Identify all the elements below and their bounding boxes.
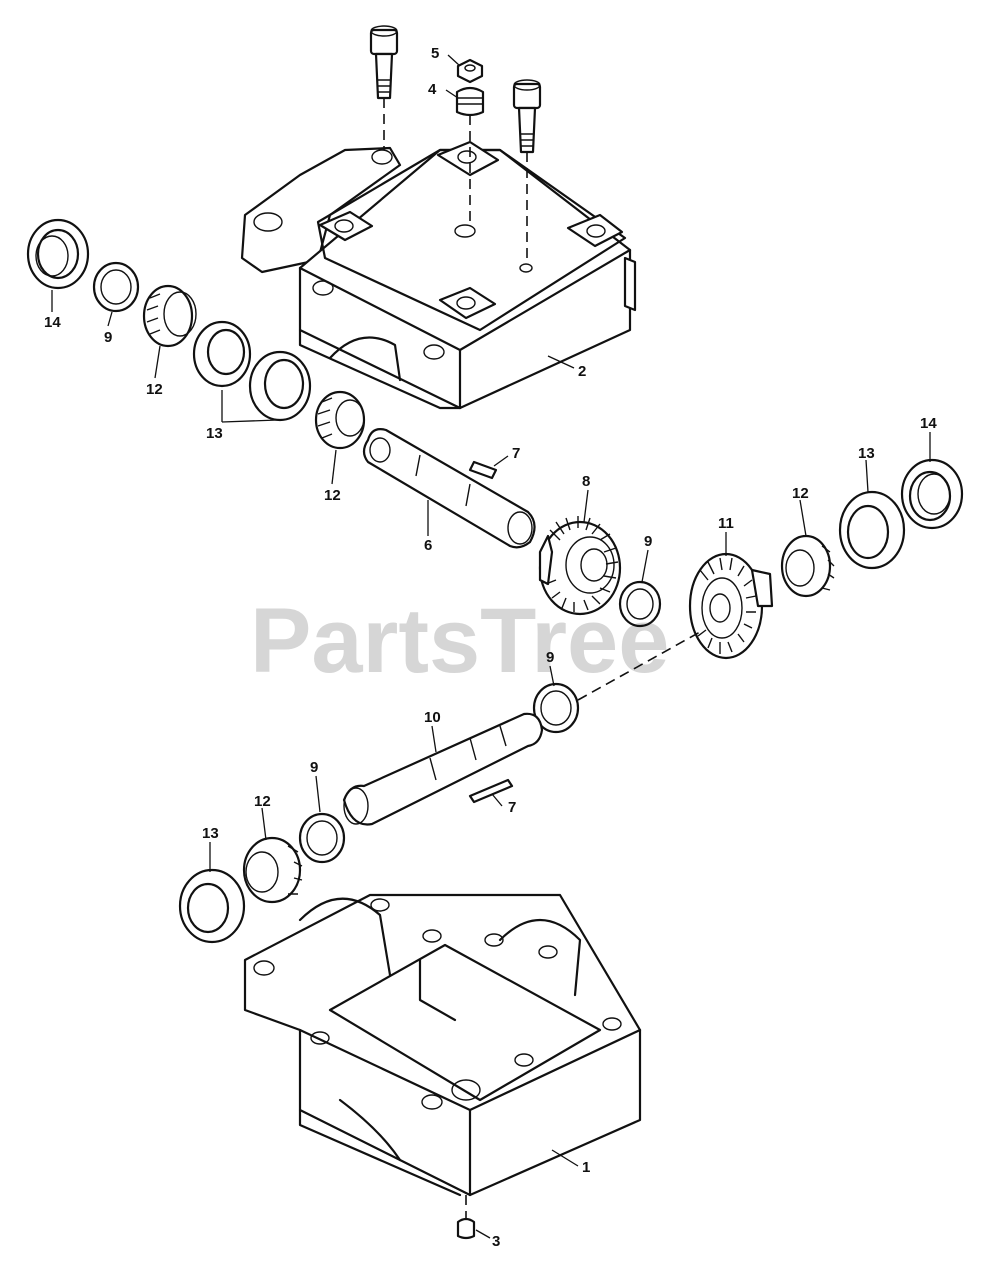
callout-1: 1	[582, 1159, 590, 1176]
bearing-cone-part-12-upper-left	[142, 284, 197, 348]
lower-housing-part-1	[243, 893, 642, 1197]
drain-plug-part-3	[456, 1217, 476, 1240]
seal-part-14-right	[900, 458, 964, 530]
bearing-cone-part-12-upper	[314, 390, 366, 450]
snap-ring-part-9-lower-left	[298, 812, 346, 864]
snap-ring-part-9-mid	[618, 580, 662, 628]
callout-2: 2	[578, 363, 586, 380]
callout-13-right: 13	[858, 445, 875, 462]
bearing-cup-part-13-right	[838, 490, 906, 570]
bevel-gear-part-11	[688, 552, 774, 660]
seal-part-14-left	[26, 218, 90, 290]
bearing-cone-part-12-lower	[242, 836, 303, 904]
set-screw-part-4	[455, 86, 485, 117]
callout-14-right: 14	[920, 415, 937, 432]
callout-7-lower: 7	[508, 799, 516, 816]
callout-9-lower-left: 9	[310, 759, 318, 776]
bearing-cone-part-12-right	[780, 534, 835, 598]
callout-12-upper-left: 12	[146, 381, 163, 398]
callout-9-left: 9	[104, 329, 112, 346]
callout-9-mid: 9	[644, 533, 652, 550]
upper-housing-part-2	[240, 140, 637, 410]
callout-4: 4	[428, 81, 437, 98]
partstree-watermark: PartsTree	[250, 590, 669, 692]
callout-6: 6	[424, 537, 432, 554]
bearing-cup-part-13-lower	[178, 868, 246, 944]
bevel-gear-part-8	[538, 516, 622, 616]
callout-12-lower: 12	[254, 793, 271, 810]
key-part-7-lower	[468, 778, 514, 804]
callout-5: 5	[431, 45, 439, 62]
callout-11: 11	[718, 515, 734, 532]
callout-7-upper: 7	[512, 445, 520, 462]
snap-ring-part-9-left	[92, 261, 140, 313]
snap-ring-part-9-lower-right	[532, 682, 580, 734]
callout-12-right: 12	[792, 485, 809, 502]
cap-screw-right	[512, 79, 542, 154]
key-part-7-upper	[468, 460, 498, 480]
callout-13-lower: 13	[202, 825, 219, 842]
nut-part-5	[456, 58, 484, 84]
callout-14-left: 14	[44, 314, 61, 331]
callout-9-lower-right: 9	[546, 649, 554, 666]
bearing-cup-part-13-upper-b	[248, 350, 312, 422]
callout-labels: 5 4 2 14 9 12 13 12 6 7 8 9 11 12 13 14 …	[44, 45, 937, 1250]
cap-screw-left	[369, 25, 399, 100]
callout-3: 3	[492, 1233, 500, 1250]
shaft-part-6	[362, 428, 536, 549]
bearing-cup-part-13-upper-a	[192, 320, 252, 388]
callout-12-upper: 12	[324, 487, 341, 504]
callout-10: 10	[424, 709, 441, 726]
callout-13-upper: 13	[206, 425, 223, 442]
shaft-part-10	[342, 712, 544, 826]
callout-8: 8	[582, 473, 590, 490]
leader-lines	[51, 54, 931, 1239]
